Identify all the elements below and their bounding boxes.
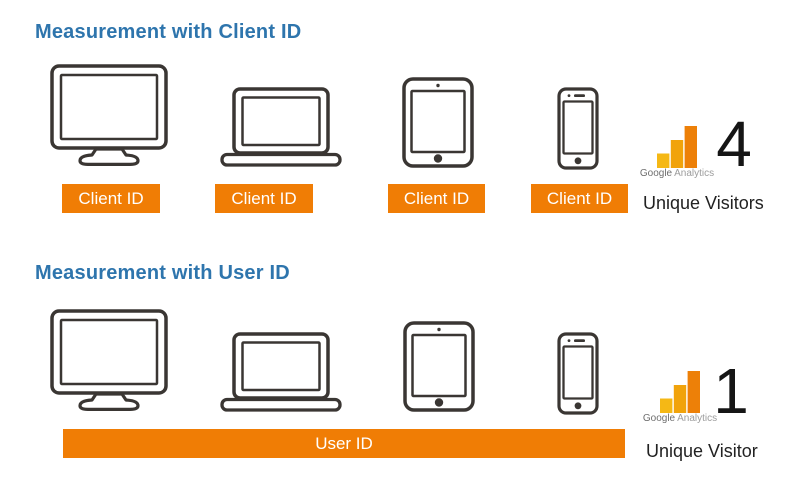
unique-visitors-count: 1 bbox=[713, 355, 749, 427]
user-id-badge: User ID bbox=[63, 429, 625, 458]
smartphone-icon bbox=[557, 87, 599, 170]
desktop-monitor-icon bbox=[50, 64, 168, 166]
section-title-user-id: Measurement with User ID bbox=[35, 262, 290, 284]
client-id-badge: Client ID bbox=[215, 184, 313, 213]
client-id-badge: Client ID bbox=[531, 184, 628, 213]
google-wordmark: Google bbox=[642, 413, 676, 424]
desktop-monitor-icon bbox=[50, 309, 168, 411]
analytics-wordmark: Analytics bbox=[674, 168, 715, 179]
unique-visitors-label: Unique Visitors bbox=[643, 193, 764, 213]
client-id-badge: Client ID bbox=[388, 184, 485, 213]
laptop-icon bbox=[220, 87, 342, 167]
unique-visitors-label: Unique Visitor bbox=[646, 441, 758, 461]
section-title-client-id: Measurement with Client ID bbox=[35, 21, 302, 43]
google-analytics-icon bbox=[657, 126, 697, 168]
unique-visitors-count: 4 bbox=[716, 108, 752, 180]
tablet-icon bbox=[403, 321, 475, 412]
client-id-badge: Client ID bbox=[62, 184, 160, 213]
google-analytics-icon bbox=[660, 371, 700, 413]
smartphone-icon bbox=[557, 332, 599, 415]
analytics-wordmark: Analytics bbox=[677, 413, 718, 424]
google-wordmark: Google bbox=[639, 168, 673, 179]
laptop-icon bbox=[220, 332, 342, 412]
tablet-icon bbox=[402, 77, 474, 168]
